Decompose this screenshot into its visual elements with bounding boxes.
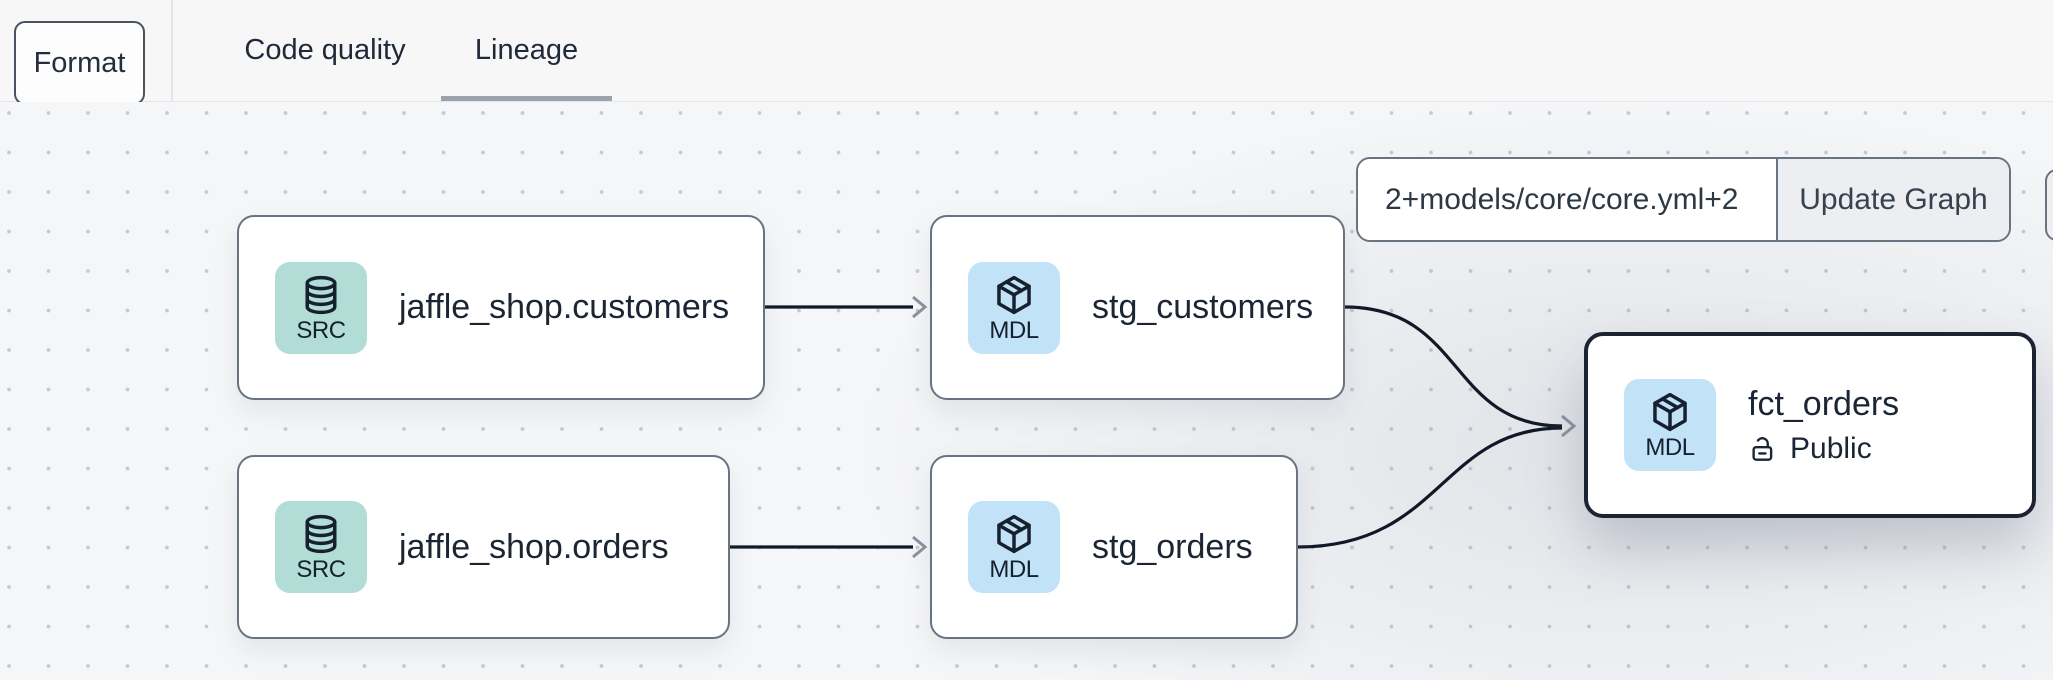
node-source-jaffle-shop-customers[interactable]: SRC jaffle_shop.customers xyxy=(237,215,765,400)
model-badge: MDL xyxy=(968,261,1060,354)
cube-icon xyxy=(997,275,1031,314)
editor-toolbar: Format Code quality Lineage xyxy=(0,0,2053,105)
source-badge: SRC xyxy=(275,261,367,354)
node-type-label: SRC xyxy=(296,556,346,583)
node-type-label: MDL xyxy=(1645,434,1695,461)
node-title: jaffle_shop.orders xyxy=(399,527,669,566)
node-type-label: MDL xyxy=(989,316,1039,344)
model-selector-input[interactable] xyxy=(1358,159,1776,240)
lineage-edges-layer xyxy=(730,295,1577,559)
format-button[interactable]: Format xyxy=(14,21,145,105)
model-badge: MDL xyxy=(968,501,1060,593)
node-type-label: MDL xyxy=(989,556,1039,583)
node-model-stg-orders[interactable]: MDL stg_orders xyxy=(930,455,1298,639)
node-title: fct_orders xyxy=(1748,384,1900,423)
database-icon xyxy=(305,514,337,554)
node-model-fct-orders[interactable]: MDL fct_orders Public xyxy=(1584,332,2036,518)
update-graph-button[interactable]: Update Graph xyxy=(1776,159,2009,240)
cropped-edge-button[interactable] xyxy=(2045,169,2053,241)
source-badge: SRC xyxy=(275,501,367,593)
cube-icon xyxy=(997,514,1031,554)
lineage-selector-group: Update Graph xyxy=(1356,157,2011,242)
node-access-row: Public xyxy=(1748,432,1899,466)
tab-lineage[interactable]: Lineage xyxy=(441,0,612,101)
cube-icon xyxy=(1653,392,1687,432)
edge-stg-orders-to-fct xyxy=(1297,426,1563,549)
access-label: Public xyxy=(1790,431,1872,465)
lineage-canvas[interactable]: SRC jaffle_shop.customers MDL stg_custom… xyxy=(0,102,2053,680)
node-title: stg_customers xyxy=(1092,288,1314,326)
node-title: stg_orders xyxy=(1092,527,1253,566)
model-badge: MDL xyxy=(1624,379,1716,471)
node-title: jaffle_shop.customers xyxy=(399,288,730,326)
toolbar-divider xyxy=(171,0,173,101)
edge-stg-customers-to-fct xyxy=(1344,305,1577,438)
tab-code-quality[interactable]: Code quality xyxy=(244,34,406,66)
node-source-jaffle-shop-orders[interactable]: SRC jaffle_shop.orders xyxy=(237,455,730,639)
node-type-label: SRC xyxy=(296,316,346,344)
database-icon xyxy=(305,275,337,314)
lock-open-icon xyxy=(1752,436,1773,461)
node-model-stg-customers[interactable]: MDL stg_customers xyxy=(930,215,1345,400)
